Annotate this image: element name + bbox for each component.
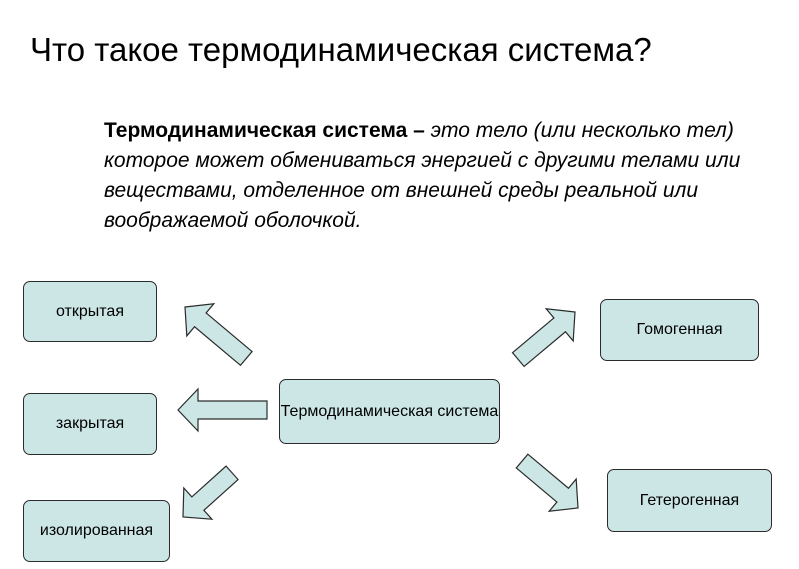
node-open: открытая	[23, 281, 157, 342]
definition-description: это тело (или несколько тел) которое мож…	[104, 119, 741, 232]
node-label: открытая	[56, 302, 124, 320]
node-label: Термодинамическая система	[280, 402, 499, 420]
definition-term: Термодинамическая система –	[104, 119, 431, 142]
node-label: закрытая	[55, 415, 125, 432]
node-homogeneous: Гомогенная	[600, 299, 759, 361]
node-closed: закрытая	[23, 393, 157, 455]
node-thermodynamic-system: Термодинамическая система	[279, 379, 500, 444]
arrow-to-heterogeneous	[515, 453, 579, 512]
node-label: изолированная	[39, 522, 154, 539]
arrow-to-open	[184, 303, 253, 367]
node-isolated: изолированная	[23, 500, 170, 562]
slide-title: Что такое термодинамическая система?	[30, 31, 652, 68]
node-label: Гетерогенная	[639, 491, 740, 509]
arrow-to-homogeneous	[511, 308, 576, 368]
arrow-to-isolated	[182, 465, 239, 520]
node-heterogeneous: Гетерогенная	[607, 469, 772, 532]
node-label: Гомогенная	[636, 321, 723, 338]
arrow-to-closed	[177, 387, 268, 433]
definition-text: Термодинамическая система – это тело (ил…	[104, 116, 764, 236]
